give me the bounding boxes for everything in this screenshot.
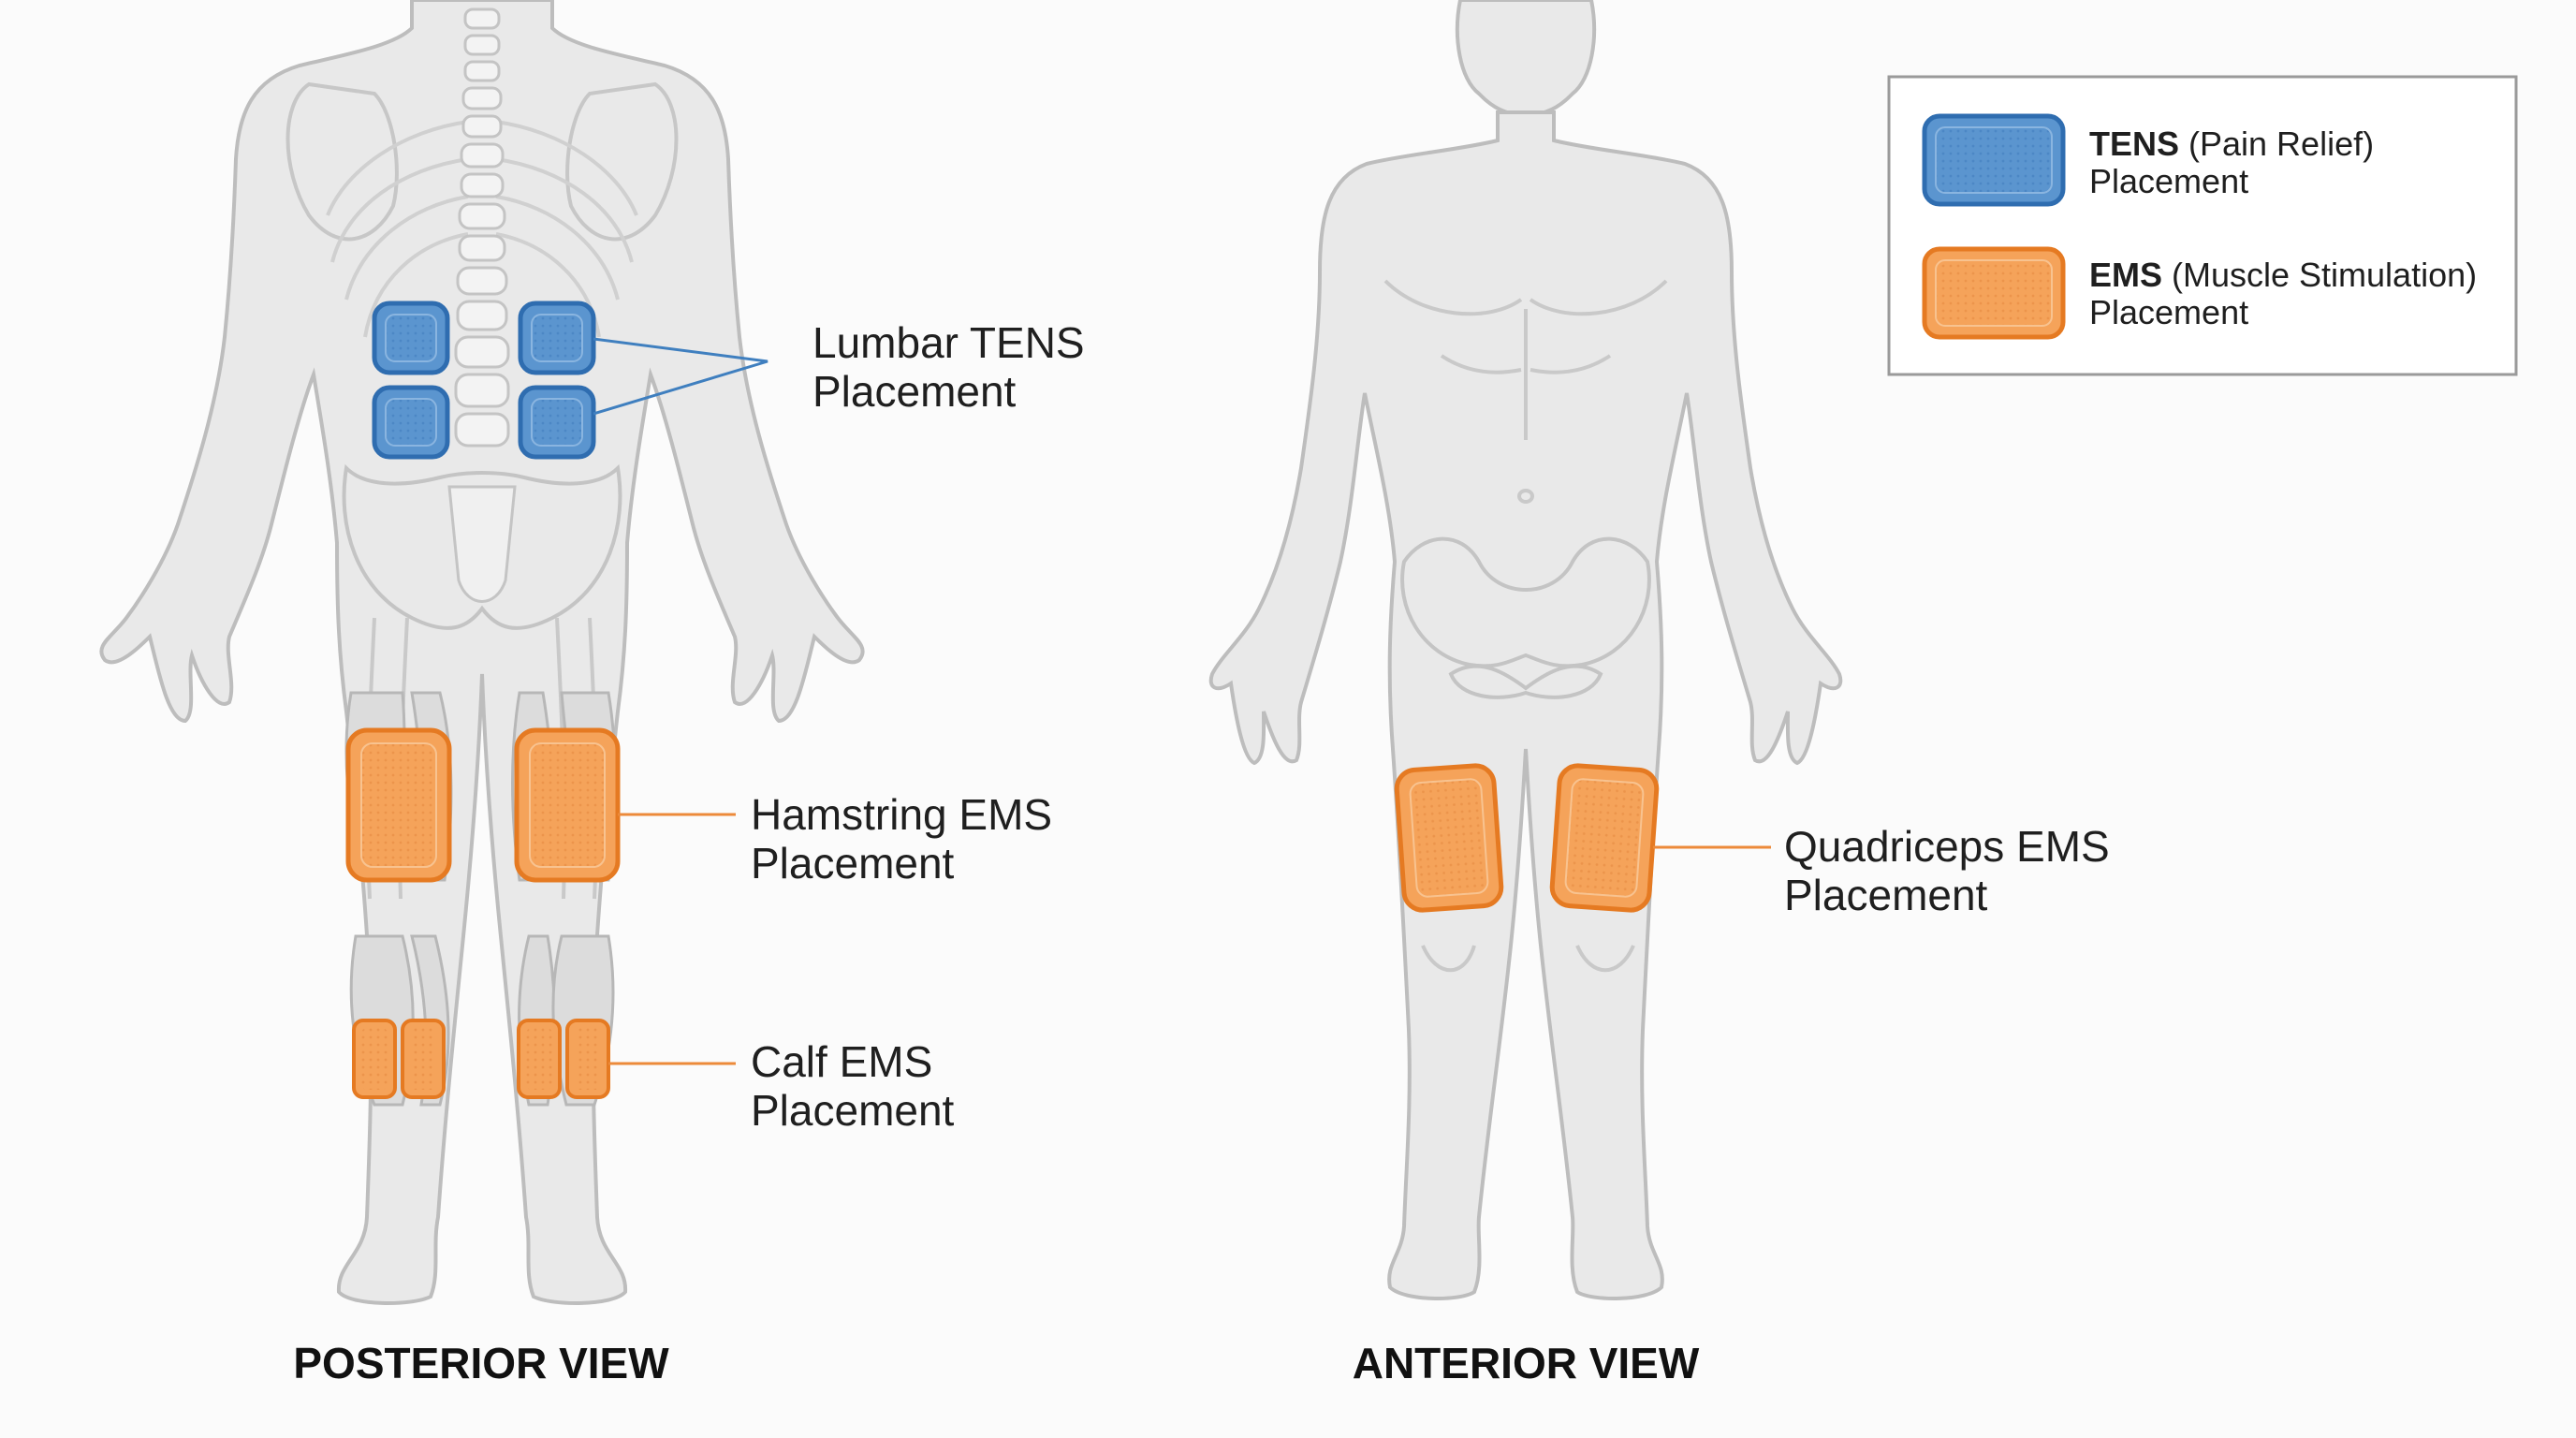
legend-tens-rest: (Pain Relief)	[2179, 125, 2374, 163]
posterior-pelvis	[342, 463, 622, 630]
quadriceps-ems-pads	[1394, 763, 1660, 913]
legend-tens-line1: TENS (Pain Relief)	[2089, 125, 2374, 163]
left-scapula	[285, 81, 399, 242]
anterior-view-title: ANTERIOR VIEW	[1353, 1339, 1700, 1387]
sacrum	[447, 485, 517, 603]
quadriceps-label-line2: Placement	[1784, 871, 1988, 919]
legend-ems-line1: EMS (Muscle Stimulation)	[2089, 256, 2477, 294]
legend: TENS (Pain Relief) Placement EMS (Muscle…	[1887, 75, 2518, 376]
spine	[454, 7, 510, 448]
anterior-knees	[1421, 945, 1635, 973]
legend-tens-strong: TENS	[2089, 125, 2179, 163]
anterior-figure	[1208, 0, 1843, 1300]
quadriceps-label-line1: Quadriceps EMS	[1784, 822, 2110, 871]
anterior-head	[1455, 0, 1597, 120]
legend-ems-rest: (Muscle Stimulation)	[2162, 256, 2477, 294]
pubic-area	[1448, 664, 1603, 699]
anterior-pelvis	[1400, 536, 1651, 668]
calf-ems-pads	[352, 1019, 610, 1099]
rib-cage	[326, 120, 638, 338]
posterior-figure	[99, 0, 865, 1305]
legend-ems-strong: EMS	[2089, 256, 2162, 294]
posterior-view-title: POSTERIOR VIEW	[293, 1339, 669, 1387]
anterior-body-silhouette	[1208, 110, 1843, 1300]
calf-label-line2: Placement	[751, 1086, 955, 1135]
lumbar-tens-pads	[372, 301, 596, 460]
callout-labels: Lumbar TENS Placement Hamstring EMS Plac…	[751, 318, 2110, 1135]
lumbar-leader	[593, 337, 768, 416]
leader-lines	[593, 337, 1771, 1065]
lumbar-label-line2: Placement	[812, 367, 1017, 416]
legend-tens-line2: Placement	[2089, 162, 2248, 200]
legend-ems-line2: Placement	[2089, 293, 2248, 331]
lumbar-label-line1: Lumbar TENS	[812, 318, 1085, 367]
hamstring-ems-pads	[345, 727, 621, 883]
hamstring-label-line1: Hamstring EMS	[751, 790, 1052, 839]
right-scapula	[565, 81, 679, 242]
anterior-torso-details	[1383, 279, 1668, 504]
posterior-body-silhouette	[99, 0, 865, 1305]
calf-label-line1: Calf EMS	[751, 1037, 932, 1086]
hamstring-label-line2: Placement	[751, 839, 955, 888]
